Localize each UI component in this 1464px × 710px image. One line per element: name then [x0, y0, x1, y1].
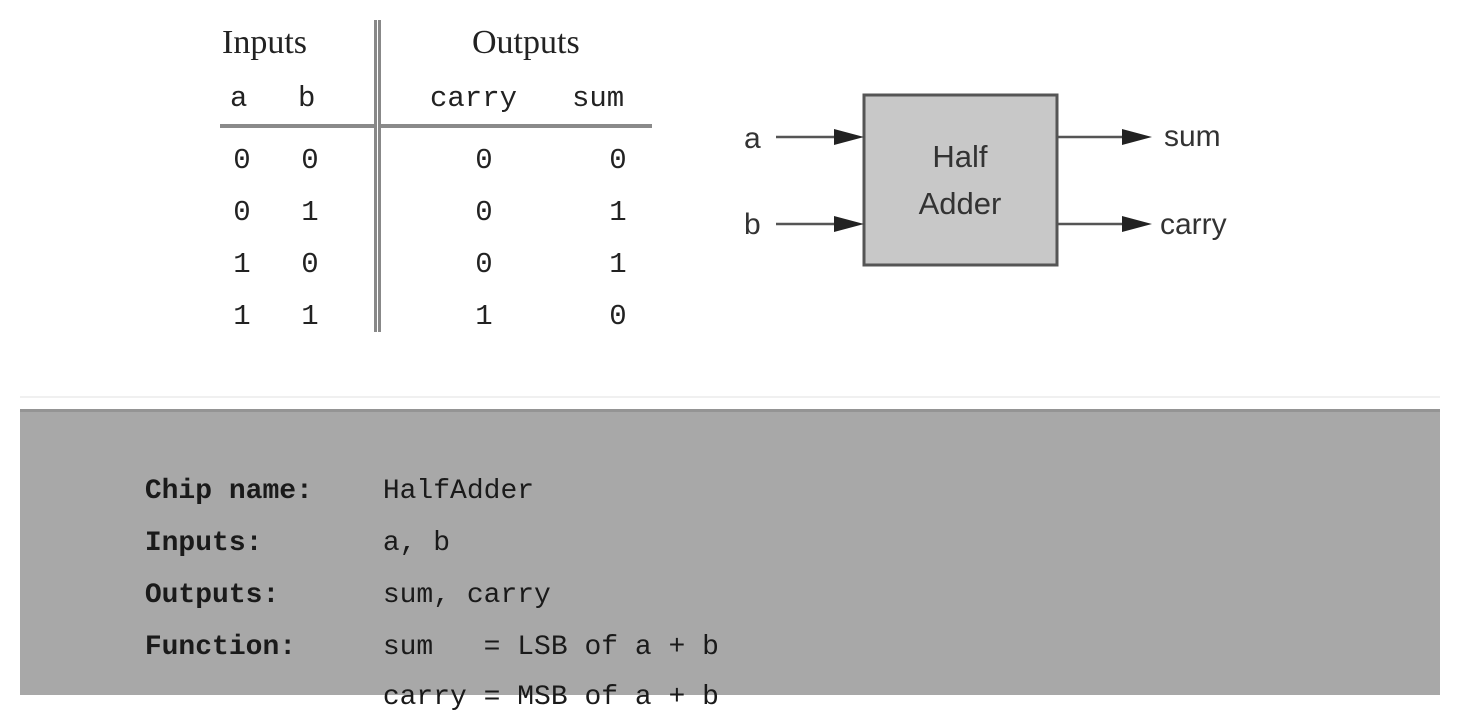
- table-cell: 0: [233, 144, 251, 177]
- spec-value: carry = MSB of a + b: [382, 682, 719, 710]
- spec-row-chip-name: Chip name: HalfAdder: [44, 432, 534, 507]
- block-label-adder: Adder: [919, 186, 1002, 221]
- table-cell: 1: [233, 300, 251, 333]
- half-adder-block-diagram: Half Adder a b sum carry: [744, 93, 1227, 267]
- block-label-half: Half: [932, 139, 988, 174]
- output-sum-label: sum: [1164, 120, 1221, 153]
- input-b-label: b: [744, 208, 761, 241]
- column-header-a: a: [230, 82, 248, 115]
- spec-row-outputs: Outputs: sum, carry: [44, 536, 551, 611]
- table-cell: 1: [301, 300, 319, 333]
- outputs-heading: Outputs: [472, 24, 580, 61]
- spec-value: a, b: [382, 528, 451, 559]
- input-a-label: a: [744, 122, 761, 155]
- spec-value: sum = LSB of a + b: [382, 632, 719, 663]
- spec-value: sum, carry: [382, 580, 551, 611]
- spec-row-function-continued: carry = MSB of a + b: [44, 638, 719, 710]
- section-divider: [20, 396, 1440, 398]
- column-header-carry: carry: [430, 82, 518, 115]
- table-cell: 1: [233, 248, 251, 281]
- table-cell: 0: [475, 248, 493, 281]
- input-a-arrow: [834, 129, 864, 145]
- table-cell: 0: [301, 144, 319, 177]
- input-b-arrow: [834, 216, 864, 232]
- table-cell: 1: [475, 300, 493, 333]
- table-divider: [374, 20, 381, 332]
- table-cell: 1: [609, 196, 627, 229]
- chip-spec-panel: Chip name: HalfAdder Inputs: a, b Outputs:…: [20, 409, 1440, 710]
- output-carry-arrow: [1122, 216, 1152, 232]
- column-header-b: b: [298, 82, 316, 115]
- column-header-sum: sum: [572, 82, 625, 115]
- spec-key: Outputs:: [144, 580, 280, 611]
- table-cell: 1: [609, 248, 627, 281]
- spec-value: HalfAdder: [382, 476, 535, 507]
- table-cell: 0: [609, 300, 627, 333]
- spec-key: Chip name:: [144, 476, 313, 507]
- table-cell: 0: [609, 144, 627, 177]
- spec-key: Inputs:: [144, 528, 263, 559]
- output-carry-label: carry: [1160, 208, 1227, 241]
- table-cell: 1: [301, 196, 319, 229]
- inputs-heading: Inputs: [222, 24, 307, 61]
- spec-row-inputs: Inputs: a, b: [44, 484, 450, 559]
- table-cell: 0: [475, 196, 493, 229]
- table-cell: 0: [233, 196, 251, 229]
- output-sum-arrow: [1122, 129, 1152, 145]
- table-header-rule: [220, 124, 652, 128]
- table-cell: 0: [301, 248, 319, 281]
- spec-key: Function:: [144, 632, 297, 663]
- table-cell: 0: [475, 144, 493, 177]
- spec-row-function: Function: sum = LSB of a + b: [44, 588, 719, 663]
- half-adder-box: [862, 93, 1059, 267]
